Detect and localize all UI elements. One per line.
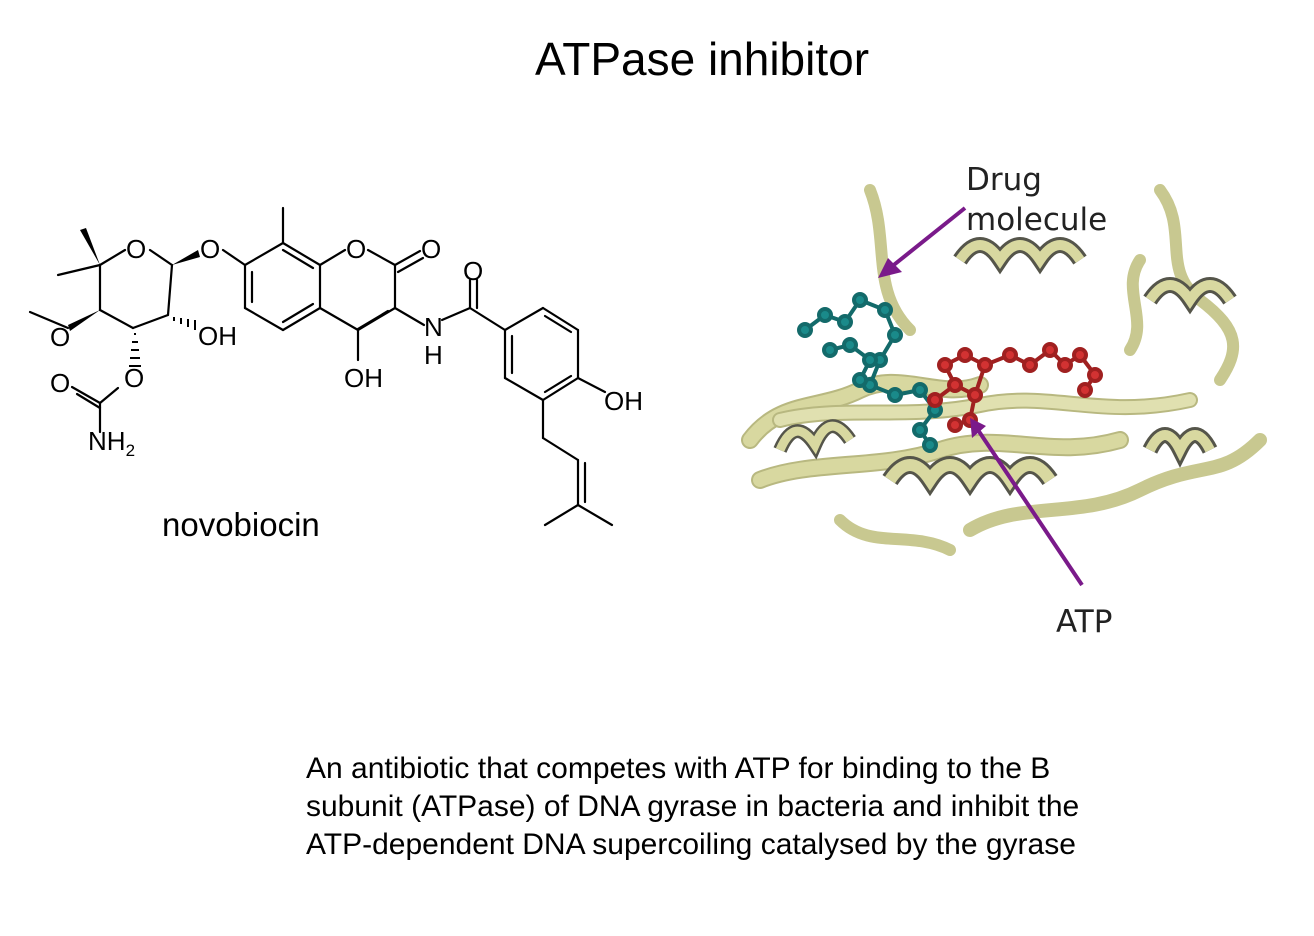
- amide-hydrogen-label: H: [424, 340, 443, 370]
- coumarin-hydroxyl-label: OH: [344, 363, 383, 393]
- lactone-oxygen-label: O: [346, 234, 366, 264]
- drug-arrow-icon: [878, 206, 967, 278]
- carbonyl-oxygen-label: O: [421, 234, 441, 264]
- atp-label: ATP: [1056, 604, 1112, 640]
- atp-arrow-icon: [970, 418, 1084, 587]
- description-text: An antibiotic that competes with ATP for…: [306, 752, 1080, 861]
- methoxy-oxygen-label: O: [50, 322, 70, 352]
- drug-label-line2: molecule: [966, 202, 1107, 238]
- novobiocin-structure: O O O O O O O O OH OH OH N H NH2: [28, 206, 643, 527]
- protein-ribbon-figure: Drug molecule ATP: [741, 162, 1267, 640]
- carbamate-keto-oxygen-label: O: [50, 368, 70, 398]
- ring-oxygen-label: O: [126, 234, 146, 264]
- drug-label-line1: Drug: [966, 162, 1042, 198]
- slide-title: ATPase inhibitor: [534, 33, 870, 85]
- protein-helices: [773, 237, 1237, 497]
- carbamate-ester-oxygen-label: O: [124, 363, 144, 393]
- atp-molecule-model: [927, 342, 1103, 433]
- compound-name: novobiocin: [162, 506, 320, 543]
- amine-label: NH2: [88, 426, 135, 460]
- aryl-hydroxyl-label: OH: [604, 386, 643, 416]
- amide-oxygen-label: O: [463, 256, 483, 286]
- glycosidic-oxygen-label: O: [200, 234, 220, 264]
- amide-nitrogen-label: N: [424, 312, 443, 342]
- sugar-hydroxyl-label: OH: [198, 321, 237, 351]
- drug-molecule-model: [797, 292, 943, 453]
